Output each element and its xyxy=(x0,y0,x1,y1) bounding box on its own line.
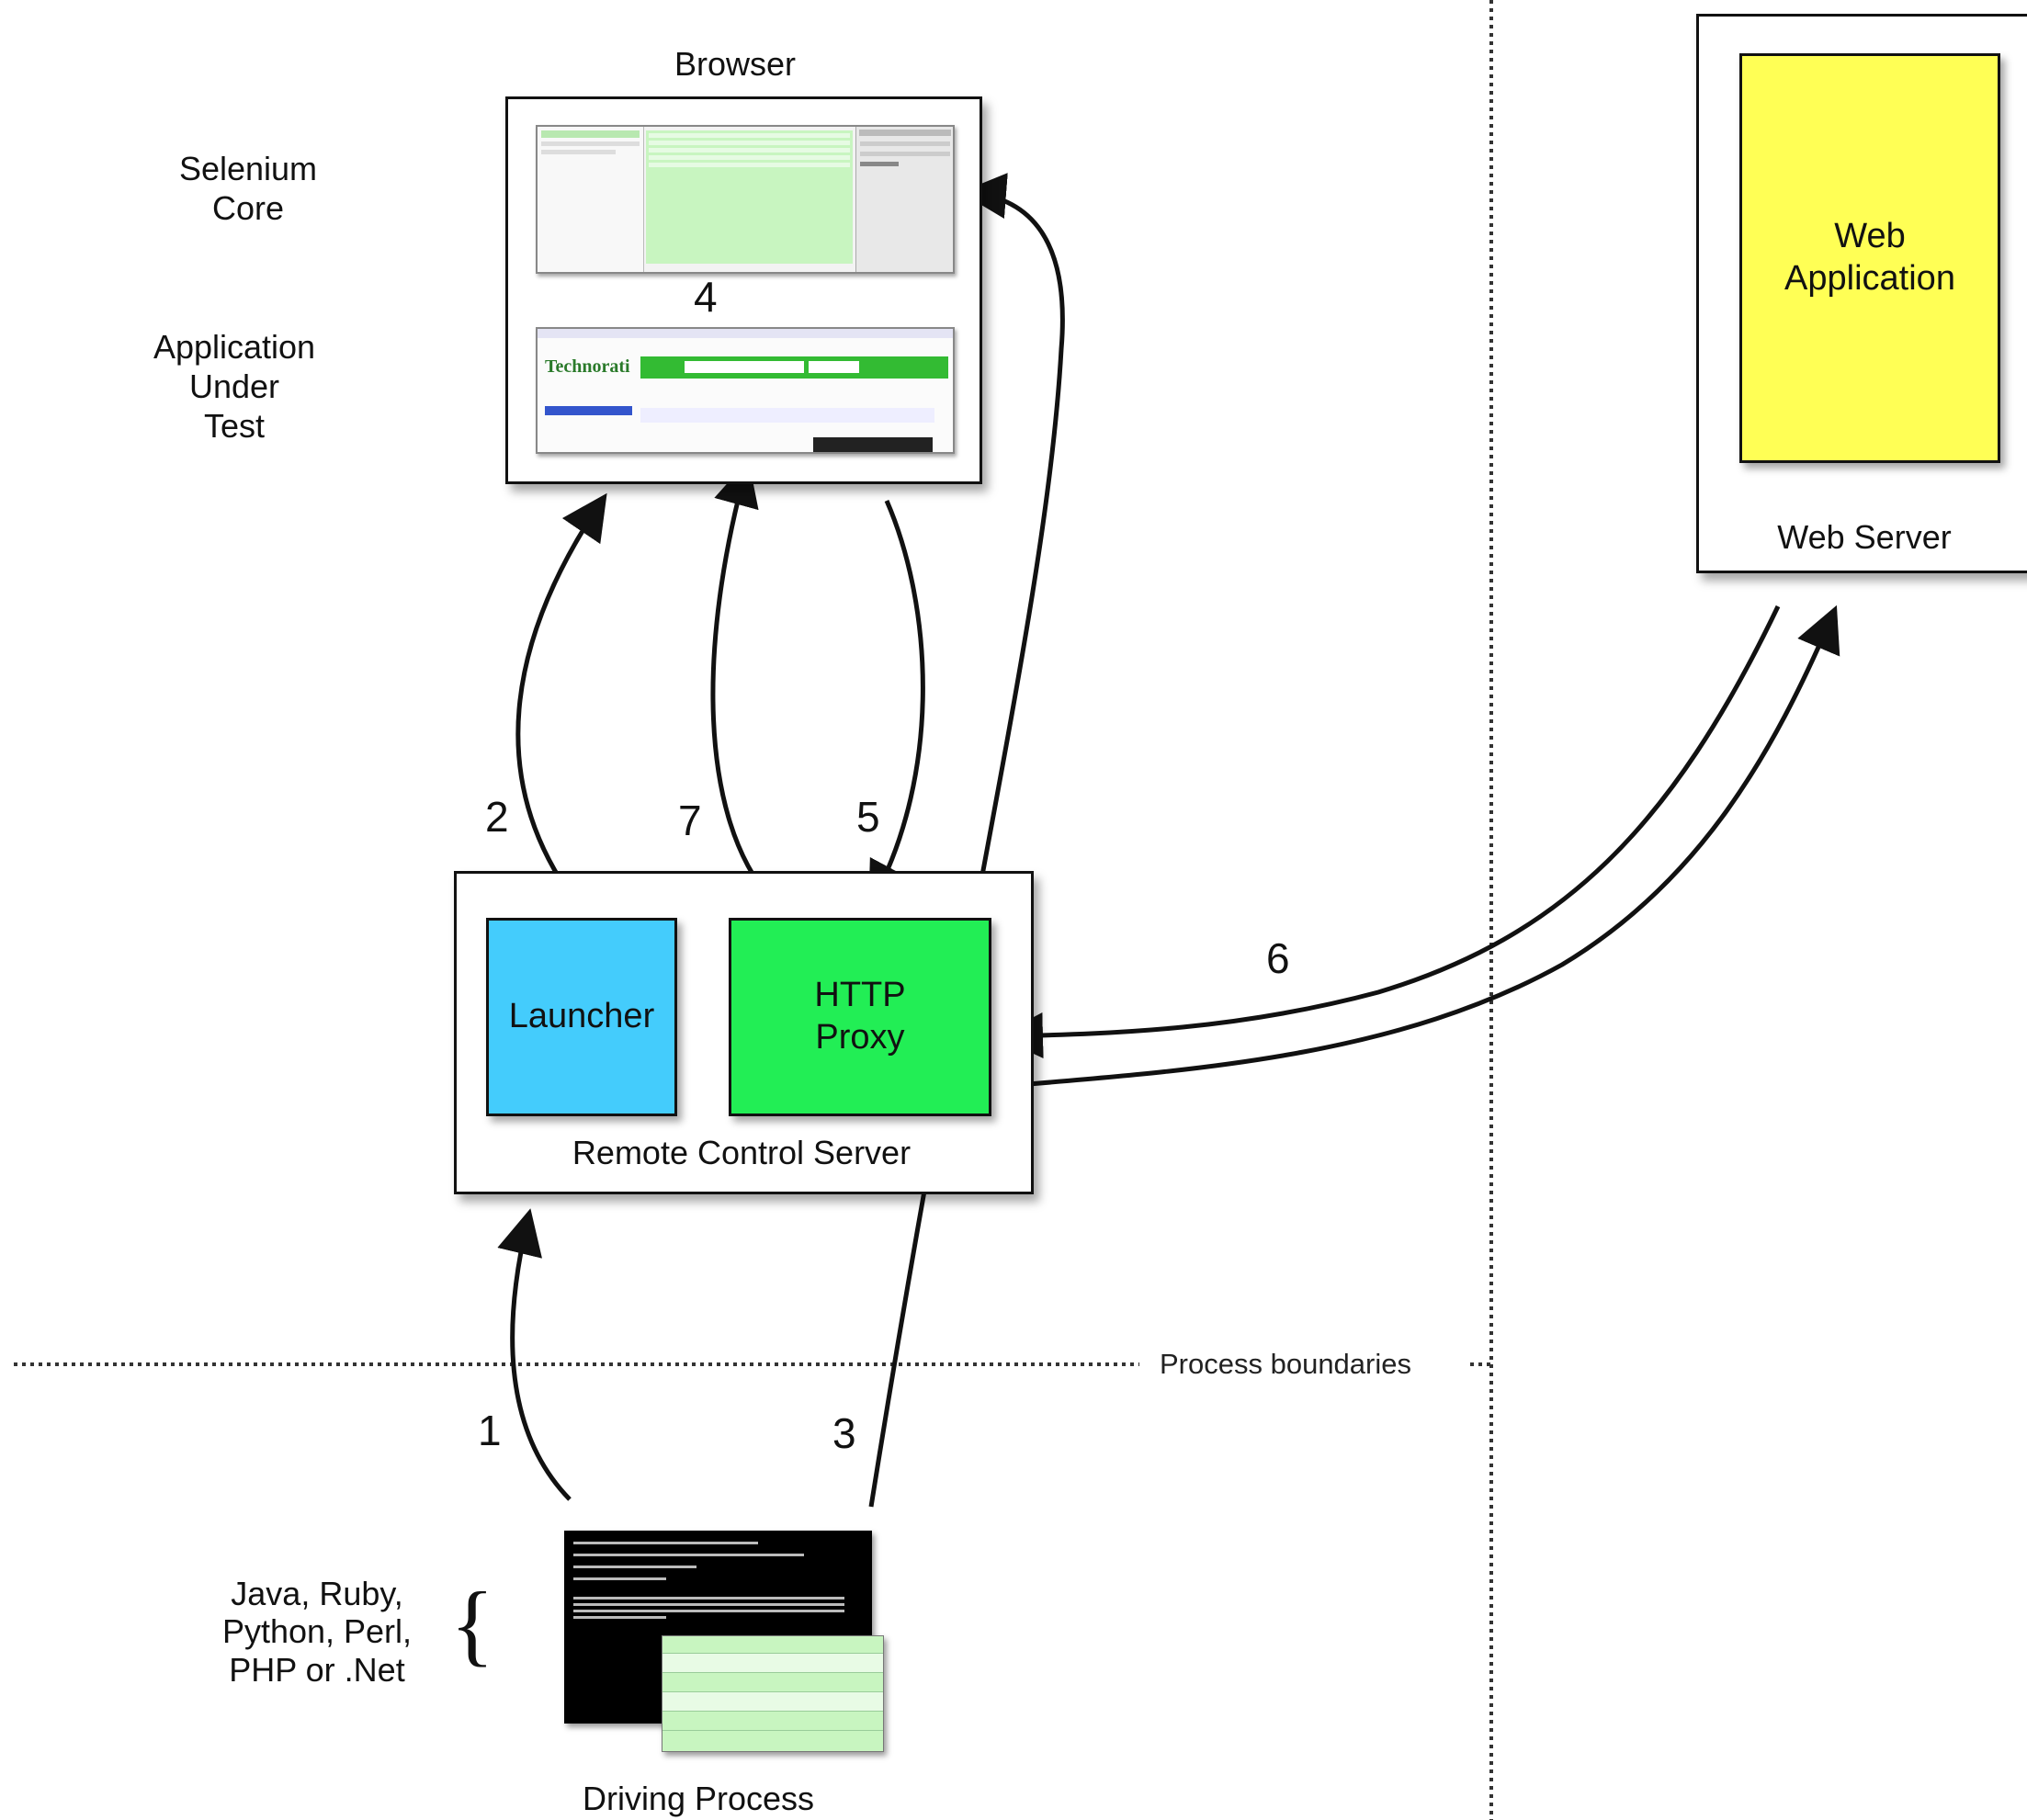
browser-box: Technorati xyxy=(505,96,982,484)
launcher-label: Launcher xyxy=(508,997,655,1036)
step-3: 3 xyxy=(832,1409,856,1457)
brace-symbol: { xyxy=(450,1573,494,1675)
arrow-5 xyxy=(868,500,925,909)
aut-label: Application Under Test xyxy=(153,328,316,446)
test-table-thumbnail xyxy=(662,1635,884,1752)
web-application-box: Web Application xyxy=(1739,53,2000,463)
http-proxy-box: HTTP Proxy xyxy=(729,918,991,1116)
arrow-6-in xyxy=(997,605,1781,1059)
web-application-label: Web Application xyxy=(1784,217,1955,298)
step-1: 1 xyxy=(478,1407,502,1454)
web-server-box: Web Application Web Server xyxy=(1696,14,2027,573)
languages-label: Java, Ruby, Python, Perl, PHP or .Net xyxy=(221,1575,413,1689)
technorati-logo: Technorati xyxy=(545,356,630,377)
step-4: 4 xyxy=(694,273,718,321)
browser-label: Browser xyxy=(674,45,797,83)
remote-control-server-box: Launcher HTTP Proxy Remote Control Serve… xyxy=(454,871,1034,1194)
arrow-7 xyxy=(710,459,774,902)
driving-process-label: Driving Process xyxy=(582,1780,815,1817)
step-5: 5 xyxy=(856,793,880,841)
launcher-box: Launcher xyxy=(486,918,677,1116)
selenium-core-thumbnail xyxy=(536,125,955,274)
step-6: 6 xyxy=(1266,934,1290,982)
web-server-label: Web Server xyxy=(1777,518,1952,556)
arrow-2 xyxy=(515,492,607,902)
process-boundaries-label: Process boundaries xyxy=(1160,1348,1411,1380)
arrow-6-out xyxy=(1005,605,1840,1089)
step-2: 2 xyxy=(485,793,509,841)
remote-control-server-label: Remote Control Server xyxy=(572,1134,912,1171)
selenium-core-label: Selenium Core xyxy=(178,150,318,228)
http-proxy-label: HTTP Proxy xyxy=(814,976,906,1057)
arrow-1 xyxy=(497,1208,572,1501)
step-7: 7 xyxy=(678,797,702,844)
aut-thumbnail: Technorati xyxy=(536,327,955,454)
